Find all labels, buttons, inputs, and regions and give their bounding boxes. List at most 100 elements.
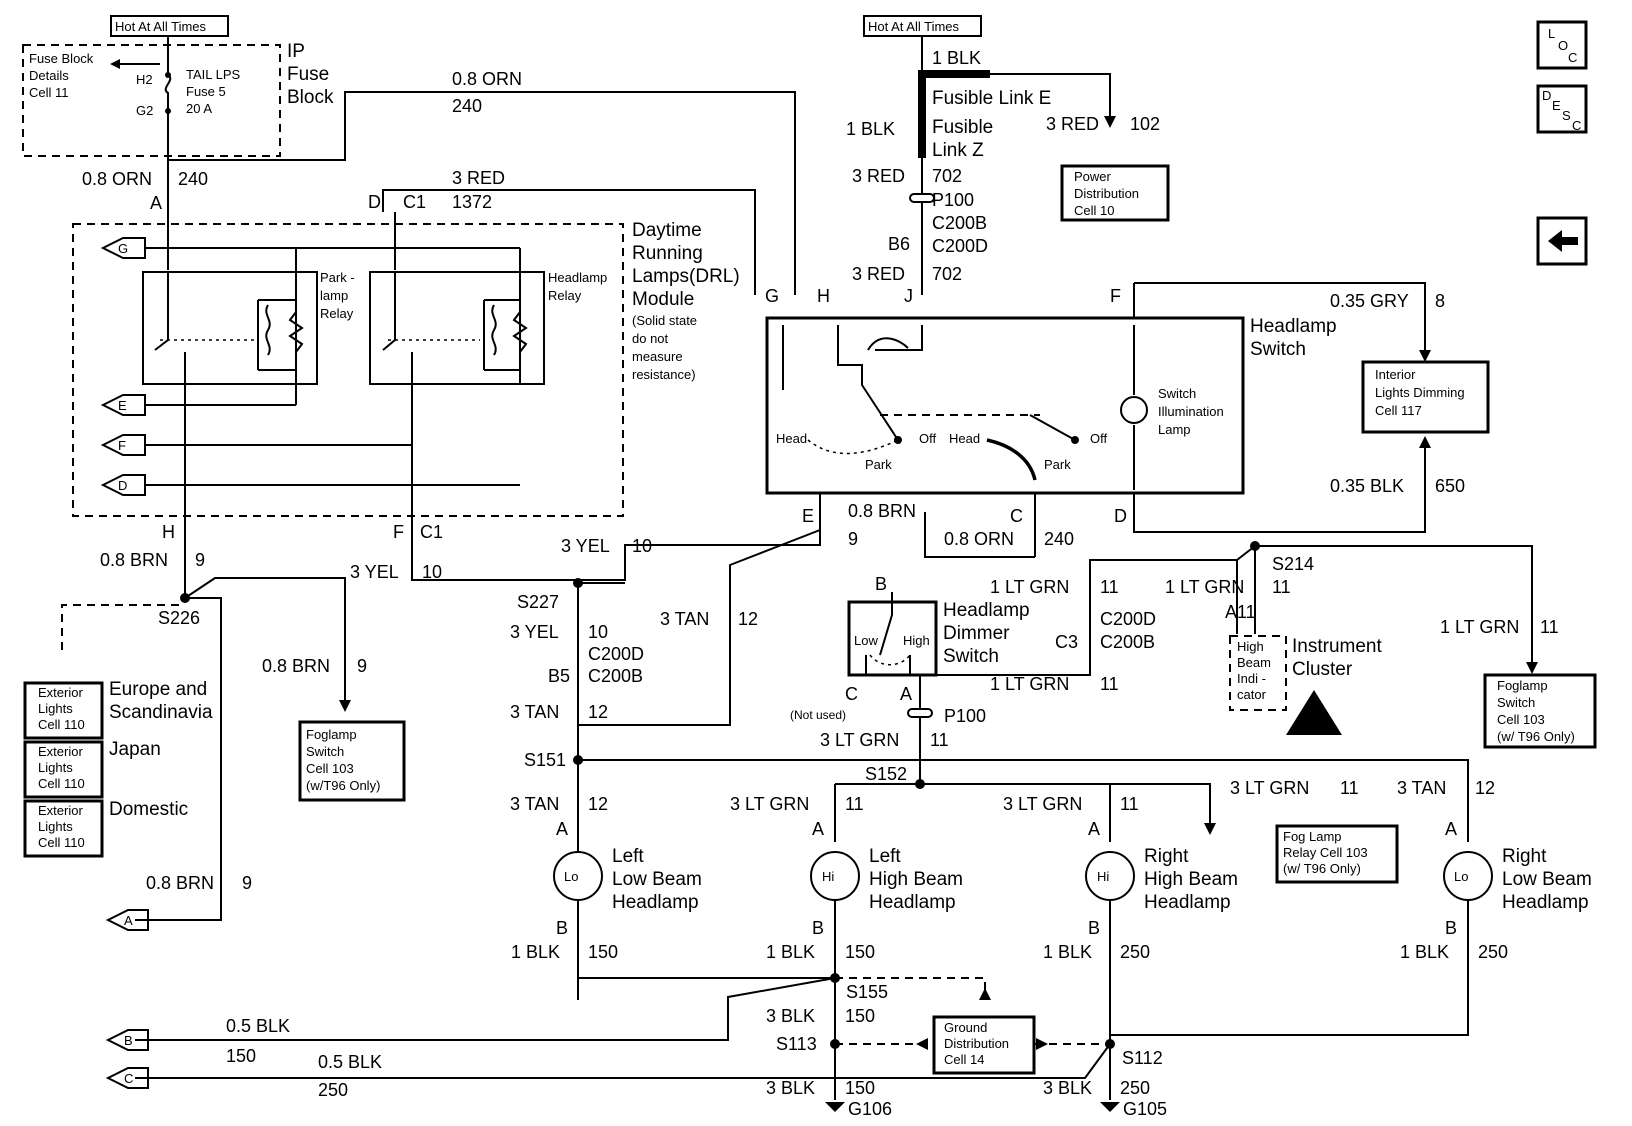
fog-relay-3: (w/ T96 Only)	[1283, 861, 1361, 876]
drl-title-1: Daytime	[632, 220, 702, 241]
loc-c: C	[1568, 50, 1577, 65]
switch-contact-2	[1071, 436, 1079, 444]
circuit-250-c: 250	[1120, 1078, 1150, 1098]
fuse-number: Fuse 5	[186, 84, 226, 99]
pin-b-left-low: B	[556, 918, 568, 938]
loc-l: L	[1548, 26, 1555, 41]
pin-b-left-high: B	[812, 918, 824, 938]
pin-f-flag-label: F	[118, 438, 126, 453]
s155-ground-dash	[835, 977, 986, 990]
exterior-lights-ref-1[interactable]	[23, 681, 104, 740]
arrow-down-icon	[1204, 823, 1216, 835]
brn-tan-wire	[578, 529, 821, 726]
wire-label-orn-c: 0.8 ORN	[944, 529, 1014, 549]
red-wire-1372	[382, 189, 756, 295]
indicator-1: High	[1237, 639, 1264, 654]
lamp-lo-label-left: Lo	[564, 869, 578, 884]
region-europe: Europe and	[109, 679, 207, 700]
dimmer-low: Low	[854, 633, 878, 648]
wire-label-blk-3-b: 3 BLK	[766, 1078, 815, 1098]
right-low-title-3: Headlamp	[1502, 892, 1589, 913]
ext2-line-1: Exterior	[38, 744, 83, 759]
power-ref-3: Cell 10	[1074, 203, 1114, 218]
power-ref-1: Power	[1074, 169, 1112, 184]
switch-pos-head-2: Head	[949, 431, 980, 446]
pin-d-drl: D	[368, 192, 381, 212]
arrow-down-icon	[1526, 662, 1538, 674]
fuse-rating: 20 A	[186, 101, 212, 116]
back-arrow-icon	[1548, 230, 1578, 252]
drl-module-outline	[72, 223, 624, 517]
circuit-12-a: 12	[738, 609, 758, 629]
dimmer-high: High	[903, 633, 930, 648]
foglamp-right-4: (w/ T96 Only)	[1497, 729, 1575, 744]
wire-label-tan-left: 3 TAN	[510, 794, 559, 814]
fog-relay-2: Relay Cell 103	[1283, 845, 1368, 860]
power-distribution-ref[interactable]	[1060, 164, 1170, 222]
loc-button[interactable]: L O C	[1536, 20, 1588, 70]
foglamp-switch-ref-right[interactable]	[1483, 673, 1597, 749]
illum-label-3: Lamp	[1158, 422, 1191, 437]
circuit-11-fog: 11	[1340, 778, 1359, 798]
circuit-150-a: 150	[845, 1006, 875, 1026]
left-high-title-3: Headlamp	[869, 892, 956, 913]
splice-label-s113: S113	[776, 1034, 817, 1054]
park-lamp-relay-box	[142, 271, 318, 385]
connector-b6: B6	[888, 234, 910, 254]
circuit-10-col: 10	[588, 622, 608, 642]
left-low-title-2: Low Beam	[612, 869, 702, 890]
ext2-line-3: Cell 110	[38, 776, 85, 791]
interior-dimming-ref[interactable]	[1361, 360, 1490, 434]
wire-label-blk-top: 1 BLK	[932, 48, 981, 68]
foglamp-switch-ref-left[interactable]	[298, 720, 406, 802]
circuit-250-b: 250	[318, 1080, 348, 1100]
circuit-150-b: 150	[226, 1046, 256, 1066]
arrow-left-icon	[110, 59, 120, 69]
cluster-indicator-outline	[1229, 635, 1287, 711]
drl-internal-wires	[145, 384, 520, 536]
foglamp-left-3: Cell 103	[306, 761, 354, 776]
foglamp-relay-ref[interactable]	[1275, 824, 1399, 884]
wire-label-tan-12-a: 3 TAN	[660, 609, 709, 629]
park-relay-coil	[257, 299, 304, 371]
exterior-lights-ref-3[interactable]	[23, 799, 104, 858]
desc-button[interactable]: D E S C	[1536, 84, 1588, 134]
wire-label-blk-link: 1 BLK	[846, 119, 895, 139]
arrow-down-icon	[1419, 350, 1431, 362]
head-relay-contacts	[382, 248, 521, 384]
connector-c1-top: C1	[403, 192, 426, 212]
left-high-beam-headlamp: Hi	[810, 851, 860, 901]
fuse-node-2	[165, 108, 171, 114]
pin-b-dimmer: B	[875, 574, 887, 594]
power-ref-2: Distribution	[1074, 186, 1139, 201]
wire-label-gry: 0.35 GRY	[1330, 291, 1409, 311]
foglamp-left-1: Foglamp	[306, 727, 357, 742]
hot-label-box-left	[110, 15, 229, 37]
wire-label-blk-ll: 1 BLK	[511, 942, 560, 962]
interior-ref-2: Lights Dimming	[1375, 385, 1465, 400]
fuse-symbol	[164, 74, 172, 156]
ground-ref-2: Distribution	[944, 1036, 1009, 1051]
ip-fuse-title-1: IP	[287, 41, 305, 62]
drl-feed-wires	[167, 212, 396, 270]
circuit-150-c: 150	[845, 1078, 875, 1098]
back-button[interactable]	[1536, 216, 1588, 266]
left-high-title-1: Left	[869, 846, 901, 867]
wire-label-brn-e: 0.8 BRN	[848, 501, 916, 521]
wire-label-blk-035: 0.35 BLK	[1330, 476, 1404, 496]
lamp-lo-label-right: Lo	[1454, 869, 1468, 884]
ground-distribution-ref[interactable]	[932, 1015, 1036, 1075]
switch-out-wires	[819, 448, 1426, 557]
wire-label-blk-rh: 1 BLK	[1043, 942, 1092, 962]
wire-label-ltgrn-1-b: 1 LT GRN	[990, 674, 1069, 694]
circuit-102: 102	[1130, 114, 1160, 134]
desc-e: E	[1552, 98, 1561, 113]
connector-a11: A11	[1225, 602, 1256, 622]
ltgrn-wire-s152	[834, 783, 1211, 842]
foglamp-left-4: (w/T96 Only)	[306, 778, 380, 793]
connector-b5: B5	[548, 666, 570, 686]
pin-b-flag-label: B	[124, 1033, 133, 1048]
blk-feed-wire	[921, 36, 1111, 116]
drl-title-4: Module	[632, 289, 694, 310]
exterior-lights-ref-2[interactable]	[23, 740, 104, 799]
